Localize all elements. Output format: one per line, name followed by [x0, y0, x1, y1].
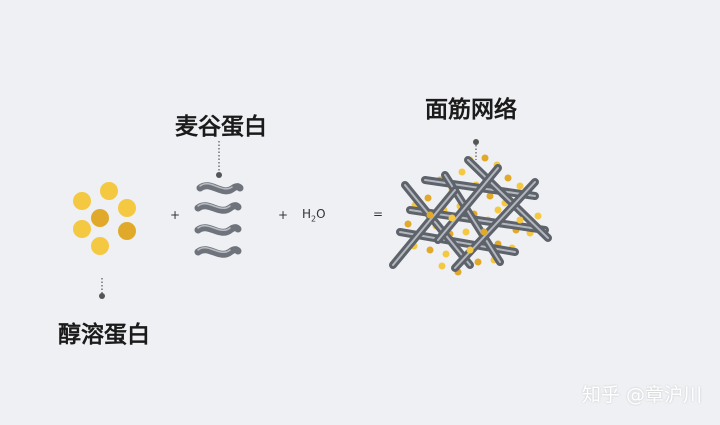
gluten-network-pointer — [473, 139, 479, 160]
gluten-network — [389, 154, 552, 276]
gliadin-sphere — [100, 182, 118, 200]
network-strands — [389, 156, 552, 272]
plus-sign: + — [170, 208, 181, 222]
glutenin-pointer — [216, 141, 222, 178]
water-formula-h: H — [302, 207, 312, 221]
gliadin-sphere — [118, 199, 136, 217]
water-formula-o: O — [316, 207, 326, 221]
gliadin-label: 醇溶蛋白 — [58, 322, 150, 348]
glutenin-strands — [194, 182, 244, 258]
gliadin-sphere — [91, 237, 109, 255]
gliadin-sphere — [118, 222, 136, 240]
equals-sign: = — [373, 207, 384, 221]
gluten-network-label: 面筋网络 — [425, 97, 517, 123]
plus-sign: + — [278, 208, 289, 222]
glutenin-strand — [194, 246, 242, 258]
network-particles-front — [426, 206, 524, 254]
watermark: 知乎 @章沪川 — [581, 384, 702, 406]
gliadin-cluster — [73, 182, 136, 255]
gliadin-sphere — [73, 192, 91, 210]
water-formula-subscript: 2 — [311, 214, 317, 224]
gliadin-sphere — [91, 209, 109, 227]
glutenin-strand — [196, 182, 244, 195]
glutenin-strand — [194, 202, 242, 214]
gliadin-pointer — [99, 278, 105, 299]
water-formula: H2O — [302, 207, 326, 223]
glutenin-strand — [194, 224, 242, 236]
gliadin-sphere — [73, 220, 91, 238]
glutenin-label: 麦谷蛋白 — [175, 114, 267, 140]
